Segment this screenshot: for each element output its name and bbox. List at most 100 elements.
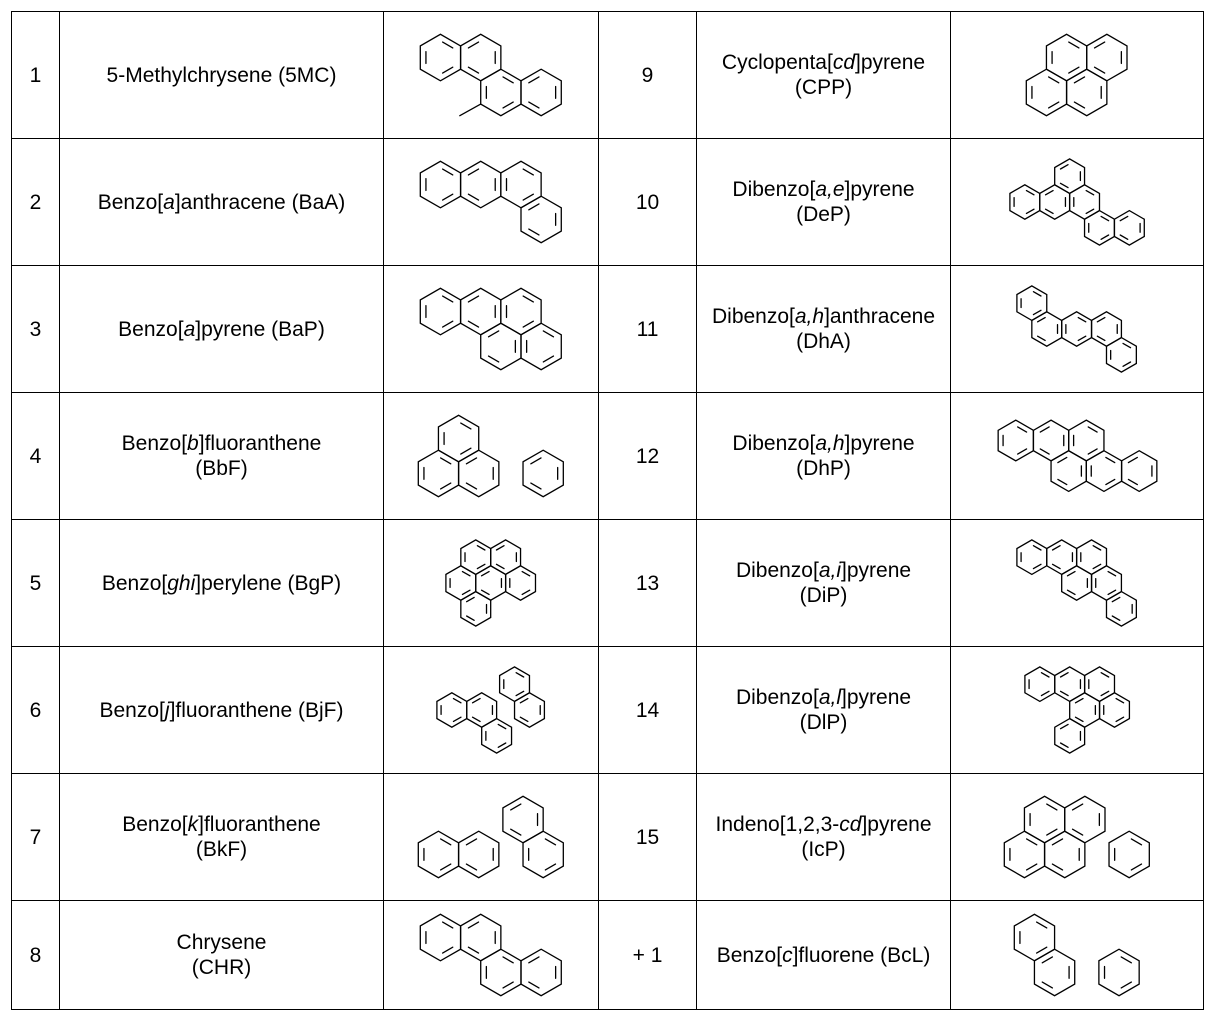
ring-bond — [1113, 209, 1145, 246]
ring-double-bond — [1059, 164, 1081, 189]
ring-double-bond — [1039, 426, 1064, 455]
ring-bond — [505, 565, 537, 601]
ring-double-bond — [1044, 189, 1066, 215]
ring-double-bond — [1019, 921, 1048, 954]
ring-double-bond — [464, 545, 486, 570]
compound-number: 12 — [598, 392, 697, 520]
compound-name-part: c — [782, 943, 793, 967]
structure-cell — [950, 519, 1204, 647]
compound-name-part: Benzo[ — [101, 571, 168, 595]
compound-name: Benzo[ghi]perylene (BgP) — [61, 571, 383, 596]
ring-double-bond — [528, 76, 557, 109]
compound-name-part: ]perylene (BgP) — [195, 571, 342, 595]
compound-name-cell: Benzo[j]fluoranthene (BjF) — [59, 646, 384, 774]
ring-double-bond — [467, 921, 497, 954]
compound-number: 2 — [11, 138, 60, 266]
compound-abbreviation: (CPP) — [794, 76, 853, 99]
cyclopenta-cd-pyrene-structure — [1025, 33, 1128, 117]
ring-double-bond — [467, 295, 497, 328]
ring-double-bond — [1059, 723, 1081, 748]
structure-cell — [950, 11, 1204, 139]
ring-bond — [520, 948, 563, 997]
compound-name-part: ]pyrene — [861, 813, 932, 836]
compound-number: + 1 — [598, 900, 697, 1010]
compound-abbreviation: (DlP) — [799, 711, 848, 734]
ring-double-bond — [1127, 457, 1153, 486]
compound-name-part: Benzo[ — [99, 698, 165, 722]
ring-double-bond — [1097, 316, 1119, 342]
structure-cell — [950, 646, 1204, 774]
ring-double-bond — [1112, 596, 1134, 621]
ring-double-bond — [528, 956, 557, 989]
ring-double-bond — [466, 596, 488, 621]
chrysene-structure — [419, 913, 563, 997]
structure-cell — [383, 265, 599, 393]
structure-cell — [950, 900, 1204, 1010]
structure-cell — [383, 519, 599, 647]
compound-name-part: ]pyrene — [844, 432, 915, 455]
compound-name: Dibenzo[a,h]pyrene — [698, 431, 950, 456]
ring-double-bond — [485, 723, 507, 748]
ring-double-bond — [1074, 697, 1096, 723]
benzo-j-fluoranthene-structure — [436, 666, 546, 754]
ring-double-bond — [1080, 545, 1102, 570]
ring-bond — [1034, 948, 1076, 997]
ring-double-bond — [423, 457, 452, 490]
ring-double-bond — [1073, 189, 1095, 215]
ring-bond — [499, 666, 531, 703]
compound-name-cell: Benzo[k]fluoranthene(BkF) — [59, 773, 384, 901]
compound-name-part: ]pyrene — [841, 686, 912, 709]
compound-name-cell: Chrysene(CHR) — [59, 900, 384, 1010]
compound-name-part: Dibenzo[ — [711, 305, 795, 328]
methyl-bond — [459, 103, 482, 117]
compound-name-part: Benzo[ — [97, 190, 164, 214]
compound-abbreviation: (CHR) — [191, 956, 252, 979]
ring-double-bond — [472, 697, 494, 723]
compound-name-cell: Dibenzo[a,e]pyrene(DeP) — [696, 138, 951, 266]
benzo-ghi-perylene-structure — [445, 539, 537, 627]
compound-number: 1 — [11, 11, 60, 139]
compound-name: Benzo[j]fluoranthene (BjF) — [61, 698, 383, 723]
dibenzo-ah-anthracene-structure — [1016, 285, 1138, 373]
compound-name-part: a,h — [815, 432, 845, 455]
benzo-a-anthracene-structure — [419, 160, 563, 244]
compound-name-part: ]anthracene — [824, 305, 935, 328]
ring-bond — [1120, 450, 1158, 493]
ring-double-bond — [1056, 457, 1082, 486]
compound-name-part: ]fluoranthene (BjF) — [169, 698, 344, 722]
ring-double-bond — [440, 697, 462, 723]
compound-name-cell: Indeno[1,2,3-cd]pyrene(IcP) — [696, 773, 951, 901]
ring-double-bond — [425, 168, 454, 201]
compound-name-cell: Dibenzo[a,l]pyrene(DlP) — [696, 646, 951, 774]
compound-name-part: a,e — [815, 178, 845, 201]
structure-cell — [383, 773, 599, 901]
ring-bond — [1053, 717, 1086, 754]
compound-abbreviation: (BbF) — [195, 457, 248, 480]
compound-abbreviation: (DhA) — [796, 330, 851, 353]
ring-double-bond — [1095, 570, 1117, 596]
dibenzo-ah-pyrene-structure — [996, 419, 1158, 493]
ring-double-bond — [425, 921, 454, 954]
ring-bond — [1066, 68, 1108, 117]
compound-name: Chrysene — [61, 930, 383, 955]
compound-name-cell: Benzo[a]anthracene (BaA) — [59, 138, 384, 266]
ring-double-bond — [509, 570, 531, 596]
ring-double-bond — [1087, 672, 1110, 697]
ring-bond — [522, 449, 565, 498]
compound-name-part: ]fluorene (BcL) — [792, 943, 931, 967]
compound-name-part: k — [187, 813, 199, 836]
compound-name-part: ]pyrene — [855, 51, 926, 74]
compound-number: 7 — [11, 773, 60, 901]
ring-double-bond — [1051, 41, 1080, 74]
ring-bond — [1098, 948, 1141, 997]
compound-number: 13 — [598, 519, 697, 647]
structure-cell — [950, 138, 1204, 266]
compound-name: Dibenzo[a,h]anthracene — [698, 304, 950, 329]
compound-abbreviation: (IcP) — [801, 838, 846, 861]
compound-name: Dibenzo[a,i]pyrene — [698, 558, 950, 583]
compound-name-part: a,h — [794, 305, 825, 328]
